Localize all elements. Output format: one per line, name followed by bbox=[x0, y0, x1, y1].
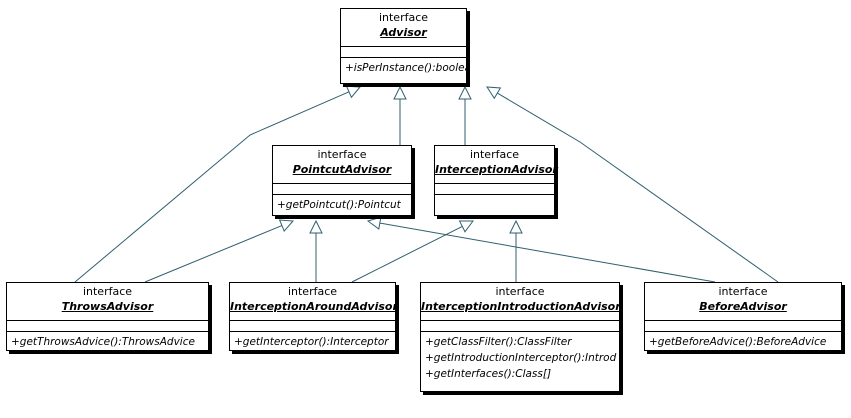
operation: +getInterfaces():Class[] bbox=[425, 368, 552, 380]
operations-compartment: +isPerInstance():boolean bbox=[341, 58, 466, 78]
generalization-throws-to-pointcut bbox=[144, 219, 295, 283]
generalization-arrowhead bbox=[366, 216, 382, 230]
generalization-around-to-interception bbox=[351, 220, 474, 283]
operation: +getClassFilter():ClassFilter bbox=[425, 336, 572, 348]
stereotype-label: interface bbox=[718, 285, 768, 298]
class-name: ThrowsAdvisor bbox=[61, 300, 154, 313]
operation: +getThrowsAdvice():ThrowsAdvice bbox=[11, 336, 195, 348]
class-name: InterceptionIntroductionAdvisor bbox=[421, 300, 621, 313]
edge-line bbox=[144, 225, 283, 283]
class-name: PointcutAdvisor bbox=[292, 163, 392, 176]
edge-line bbox=[351, 225, 463, 283]
operations-compartment: +getClassFilter():ClassFilter +getIntrodu… bbox=[421, 332, 619, 384]
stereotype-label: interface bbox=[469, 148, 520, 161]
generalization-arrowhead bbox=[393, 85, 407, 100]
generalization-arrowhead bbox=[458, 220, 474, 233]
stereotype-label: interface bbox=[287, 285, 338, 298]
attributes-compartment bbox=[435, 184, 554, 195]
class-name: InterceptionAroundAdvisor bbox=[230, 300, 398, 313]
class-name: InterceptionAdvisor bbox=[435, 163, 558, 176]
generalization-throws-to-advisor bbox=[74, 85, 362, 283]
generalization-arrowhead bbox=[345, 85, 362, 99]
operations-compartment: +getBeforeAdvice():BeforeAdvice bbox=[645, 332, 841, 352]
attributes-compartment bbox=[421, 321, 619, 332]
class-name: Advisor bbox=[380, 26, 427, 39]
edge-line bbox=[74, 91, 350, 283]
edge-line bbox=[497, 92, 779, 283]
stereotype-label: interface bbox=[378, 11, 429, 24]
generalization-around-to-pointcut bbox=[309, 219, 323, 282]
generalization-before-to-advisor bbox=[486, 86, 779, 283]
stereotype-label: interface bbox=[317, 148, 367, 161]
operations-compartment bbox=[435, 195, 554, 199]
operation: +getInterceptor():Interceptor bbox=[234, 336, 389, 348]
generalization-edges bbox=[74, 85, 779, 283]
attributes-compartment bbox=[230, 321, 395, 332]
operations-compartment: +getInterceptor():Interceptor bbox=[230, 332, 395, 352]
operation: +getBeforeAdvice():BeforeAdvice bbox=[649, 336, 827, 348]
generalization-introduction-to-interception bbox=[509, 219, 523, 282]
stereotype-label: interface bbox=[495, 285, 545, 298]
generalization-arrowhead bbox=[278, 219, 295, 233]
operations-compartment: +getPointcut():Pointcut bbox=[273, 195, 411, 215]
edge-line bbox=[379, 222, 716, 283]
attributes-compartment bbox=[341, 47, 466, 58]
generalization-pointcut-to-advisor bbox=[393, 85, 407, 145]
generalization-arrowhead bbox=[458, 85, 472, 100]
operation: +getIntroductionInterceptor():Introd bbox=[425, 352, 617, 364]
attributes-compartment bbox=[645, 321, 841, 332]
generalization-arrowhead bbox=[309, 219, 323, 234]
stereotype-label: interface bbox=[82, 285, 133, 298]
generalization-arrowhead bbox=[486, 86, 502, 100]
operation: +getPointcut():Pointcut bbox=[277, 199, 401, 211]
class-name: BeforeAdvisor bbox=[699, 300, 787, 313]
generalization-arrowhead bbox=[509, 219, 523, 234]
attributes-compartment bbox=[7, 321, 208, 332]
attributes-compartment bbox=[273, 184, 411, 195]
generalization-interception-to-advisor bbox=[458, 85, 472, 145]
operations-compartment: +getThrowsAdvice():ThrowsAdvice bbox=[7, 332, 208, 352]
operation: +isPerInstance():boolean bbox=[345, 62, 466, 74]
generalization-before-to-pointcut bbox=[366, 216, 716, 283]
